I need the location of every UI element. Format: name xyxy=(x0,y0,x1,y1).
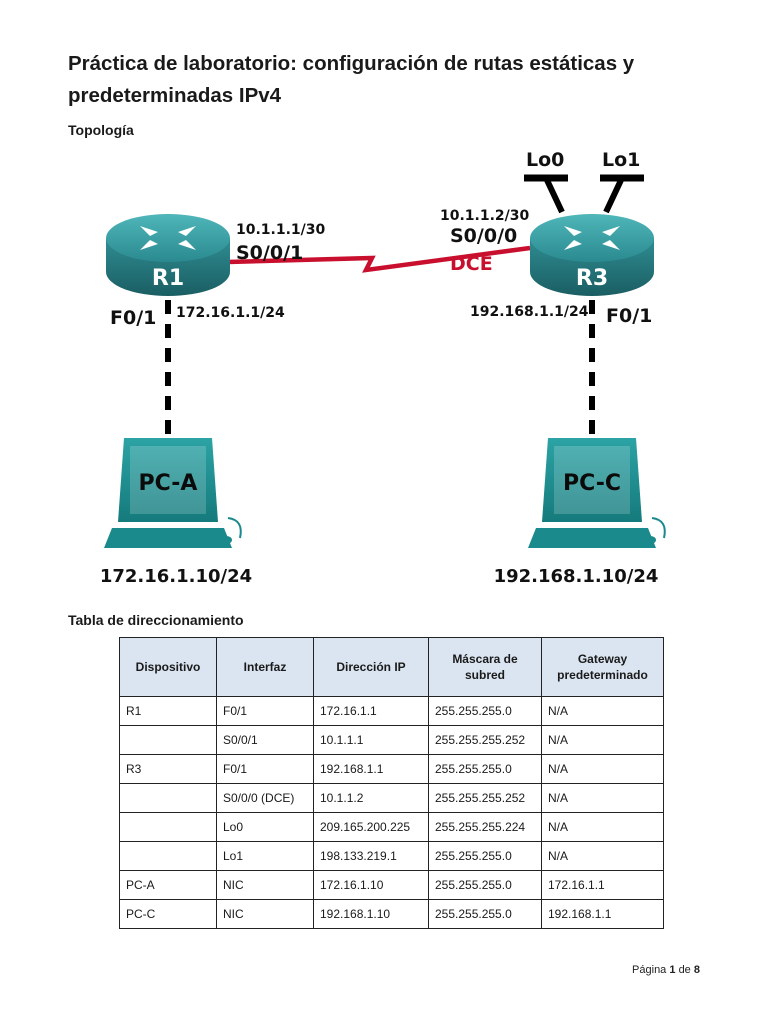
table-cell: N/A xyxy=(541,783,664,813)
table-cell: 255.255.255.0 xyxy=(428,841,542,871)
table-cell: 192.168.1.1 xyxy=(313,754,429,784)
table-cell: 172.16.1.1 xyxy=(313,696,429,726)
serial-link xyxy=(227,245,531,273)
table-cell: N/A xyxy=(541,696,664,726)
table-row: PC-C NIC 192.168.1.10 255.255.255.0 192.… xyxy=(119,899,664,929)
table-row: S0/0/1 10.1.1.1 255.255.255.252 N/A xyxy=(119,725,664,755)
table-cell: S0/0/1 xyxy=(216,725,314,755)
footer-page-number: 1 xyxy=(669,964,676,976)
table-cell: NIC xyxy=(216,870,314,900)
table-cell: F0/1 xyxy=(216,754,314,784)
table-cell xyxy=(119,812,217,842)
loopback-lo0-stub xyxy=(524,174,568,214)
table-cell: NIC xyxy=(216,899,314,929)
table-cell xyxy=(119,841,217,871)
pc-c-label: PC-C xyxy=(563,471,621,496)
pc-c[interactable]: PC-C xyxy=(528,438,666,548)
table-row: Lo1 198.133.219.1 255.255.255.0 N/A xyxy=(119,841,664,871)
topology-diagram: R1 R3 PC-A PC-C 10.1.1.1/30 S0/0/1 F0/1 … xyxy=(100,149,666,587)
footer-prefix: Página xyxy=(632,964,667,976)
table-cell: R3 xyxy=(119,754,217,784)
table-cell: N/A xyxy=(541,725,664,755)
table-cell: 255.255.255.252 xyxy=(428,725,542,755)
table-row: R3 F0/1 192.168.1.1 255.255.255.0 N/A xyxy=(119,754,664,784)
table-header-row: Dispositivo Interfaz Dirección IP Máscar… xyxy=(119,637,664,697)
table-cell: 192.168.1.1 xyxy=(541,899,664,929)
table-cell xyxy=(119,783,217,813)
r3-dce-label: DCE xyxy=(450,253,493,275)
footer-separator: de xyxy=(678,964,691,976)
table-cell: 192.168.1.10 xyxy=(313,899,429,929)
r3-serial-iface: S0/0/0 xyxy=(450,225,517,247)
pc-a[interactable]: PC-A xyxy=(104,438,242,548)
table-cell: PC-C xyxy=(119,899,217,929)
router-arrows-icon xyxy=(140,226,196,250)
table-cell: 255.255.255.0 xyxy=(428,754,542,784)
keyboard-icon xyxy=(528,528,656,548)
table-cell: S0/0/0 (DCE) xyxy=(216,783,314,813)
table-cell: 209.165.200.225 xyxy=(313,812,429,842)
r3-lo1-label: Lo1 xyxy=(602,149,640,171)
loopback-lo1-stub xyxy=(600,174,644,214)
table-cell: PC-A xyxy=(119,870,217,900)
table-row: Lo0 209.165.200.225 255.255.255.224 N/A xyxy=(119,812,664,842)
table-cell: F0/1 xyxy=(216,696,314,726)
table-cell: N/A xyxy=(541,754,664,784)
table-cell: Lo0 xyxy=(216,812,314,842)
column-header: Máscara de subred xyxy=(428,637,542,697)
table-cell: 10.1.1.1 xyxy=(313,725,429,755)
table-cell: N/A xyxy=(541,812,664,842)
table-heading: Tabla de direccionamiento xyxy=(68,612,244,628)
r1-serial-iface: S0/0/1 xyxy=(236,242,303,264)
pc-a-label: PC-A xyxy=(139,471,198,496)
column-header: Interfaz xyxy=(216,637,314,697)
mouse-icon xyxy=(220,536,232,544)
table-cell: 255.255.255.252 xyxy=(428,783,542,813)
table-cell xyxy=(119,725,217,755)
pc-c-ip: 192.168.1.10/24 xyxy=(494,566,659,587)
table-cell: N/A xyxy=(541,841,664,871)
r1-fa-ip: 172.16.1.1/24 xyxy=(176,305,285,321)
table-cell: 198.133.219.1 xyxy=(313,841,429,871)
page-title: Práctica de laboratorio: configuración d… xyxy=(68,52,635,107)
page-footer: Página 1 de 8 xyxy=(632,964,700,976)
router-r1-label: R1 xyxy=(152,266,184,291)
monitor-icon xyxy=(118,438,218,522)
pc-a-ip: 172.16.1.10/24 xyxy=(100,566,252,587)
table-cell: 255.255.255.0 xyxy=(428,899,542,929)
column-header: Dispositivo xyxy=(119,637,217,697)
mouse-icon xyxy=(644,536,656,544)
table-row: S0/0/0 (DCE) 10.1.1.2 255.255.255.252 N/… xyxy=(119,783,664,813)
table-row: R1 F0/1 172.16.1.1 255.255.255.0 N/A xyxy=(119,696,664,726)
column-header: Gateway predeterminado xyxy=(541,637,664,697)
r1-serial-ip: 10.1.1.1/30 xyxy=(236,222,326,238)
column-header: Dirección IP xyxy=(313,637,429,697)
table-cell: 255.255.255.0 xyxy=(428,696,542,726)
addressing-table: Dispositivo Interfaz Dirección IP Máscar… xyxy=(119,637,664,929)
table-cell: R1 xyxy=(119,696,217,726)
keyboard-icon xyxy=(104,528,232,548)
monitor-icon xyxy=(542,438,642,522)
router-r1[interactable]: R1 xyxy=(106,214,230,296)
table-cell: 255.255.255.224 xyxy=(428,812,542,842)
r3-fa-iface: F0/1 xyxy=(606,305,652,327)
table-cell: 10.1.1.2 xyxy=(313,783,429,813)
r1-fa-iface: F0/1 xyxy=(110,307,156,329)
router-r3-label: R3 xyxy=(576,266,608,291)
table-cell: 172.16.1.10 xyxy=(313,870,429,900)
table-cell: 255.255.255.0 xyxy=(428,870,542,900)
router-arrows-icon xyxy=(564,226,620,250)
table-cell: 172.16.1.1 xyxy=(541,870,664,900)
r3-serial-ip: 10.1.1.2/30 xyxy=(440,208,530,224)
r3-fa-ip: 192.168.1.1/24 xyxy=(470,304,589,320)
topology-heading: Topología xyxy=(68,122,134,138)
footer-total-pages: 8 xyxy=(693,964,700,976)
r3-lo0-label: Lo0 xyxy=(526,149,564,171)
table-row: PC-A NIC 172.16.1.10 255.255.255.0 172.1… xyxy=(119,870,664,900)
router-r3[interactable]: R3 xyxy=(530,214,654,296)
table-cell: Lo1 xyxy=(216,841,314,871)
